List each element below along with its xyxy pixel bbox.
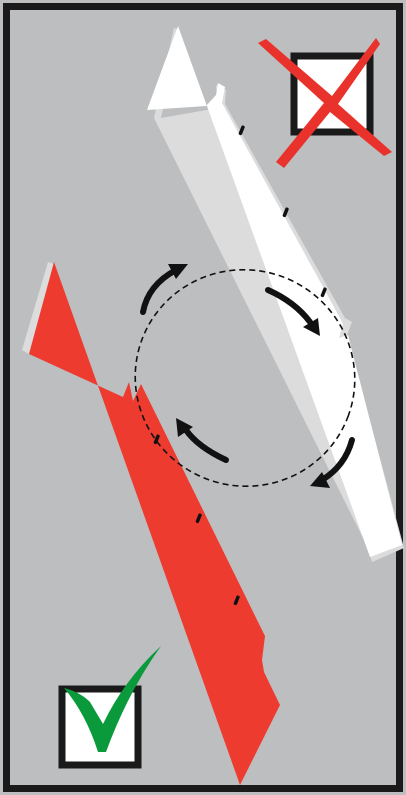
panel-correct-slot-3 xyxy=(233,595,240,606)
panel-correct-slot-2 xyxy=(195,513,202,524)
rotate-arrow-icon xyxy=(140,264,355,488)
rotate-arrow-bottom-right-head xyxy=(310,472,330,488)
correct-box-border xyxy=(58,685,142,769)
rotate-arrow-top-right xyxy=(265,287,313,325)
panel-correct xyxy=(22,262,280,785)
panel-incorrect-slot-3 xyxy=(320,287,327,298)
checkmark-icon xyxy=(64,646,161,752)
incorrect-indicator xyxy=(258,38,392,168)
rotate-arrow-top-left xyxy=(140,267,179,315)
panel-correct-slot-1 xyxy=(153,434,160,445)
rotate-arrow-top-left-head xyxy=(168,264,188,279)
rotate-arrow-bottom-left xyxy=(183,427,229,463)
panel-correct-edge xyxy=(22,262,54,354)
rotation-path xyxy=(134,268,356,488)
rotate-arrow-top-right-head xyxy=(303,318,320,336)
incorrect-box-border xyxy=(290,52,374,136)
rotate-arrow-bottom-right xyxy=(319,437,355,483)
panel-correct-face xyxy=(29,262,280,785)
cross-icon xyxy=(258,38,392,168)
panel-incorrect-slot-1 xyxy=(238,125,245,136)
diagram-frame xyxy=(3,3,403,792)
panel-incorrect-slot-2 xyxy=(282,207,289,218)
rotate-arrow-bottom-left-head xyxy=(176,418,193,437)
correct-indicator xyxy=(58,646,161,769)
